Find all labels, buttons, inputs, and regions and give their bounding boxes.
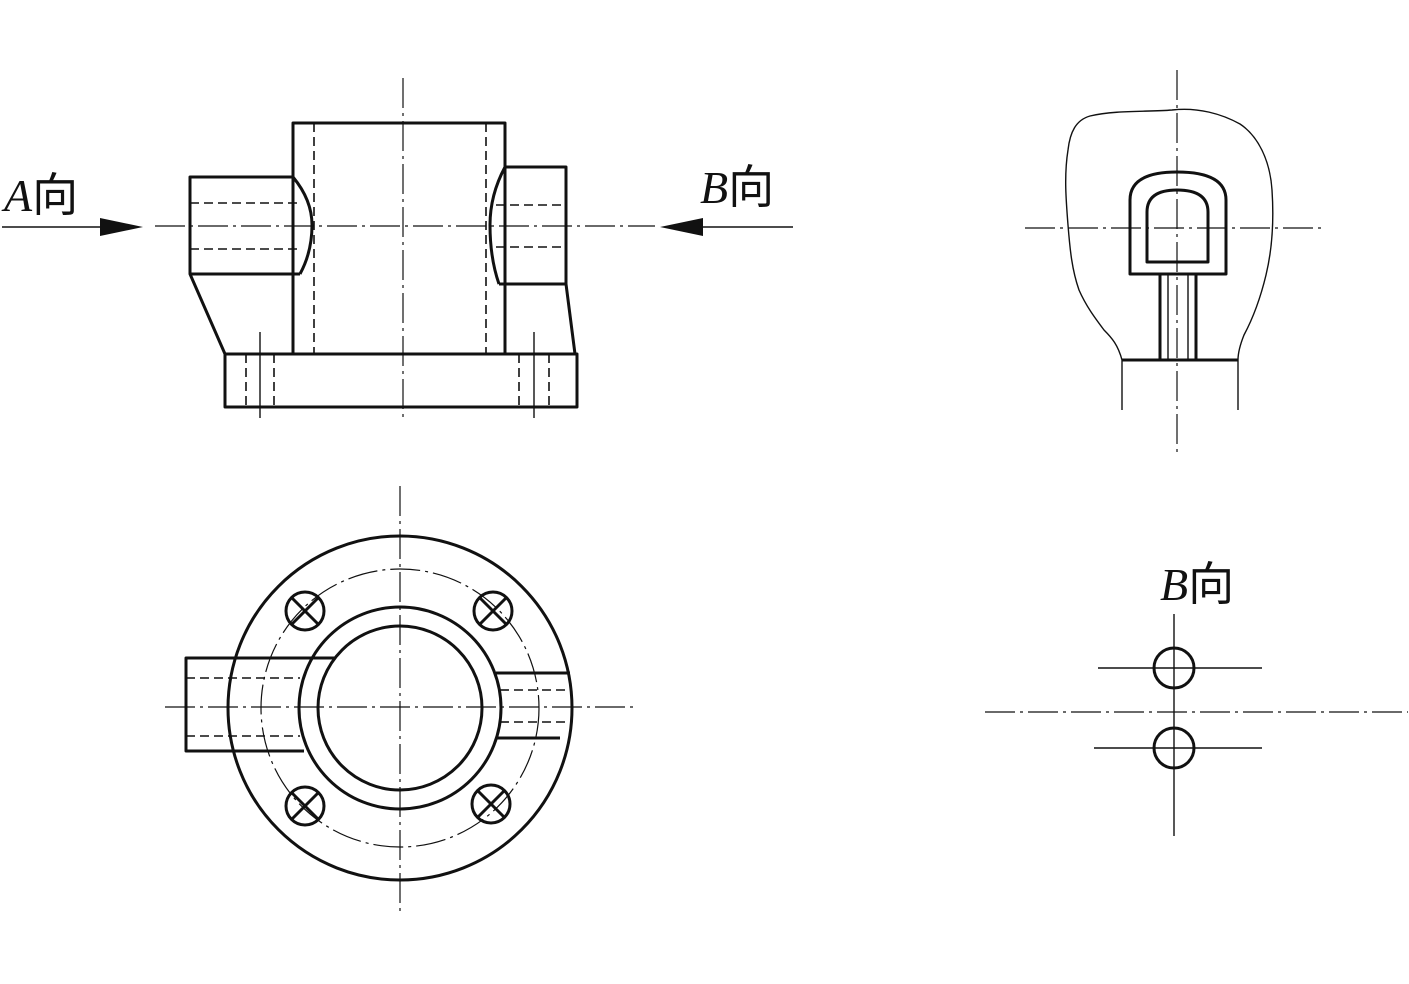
d-boss-outer [1128, 170, 1228, 276]
bolt-hole-top-right [472, 590, 514, 632]
right-boss-top-outline [496, 671, 570, 740]
b-view-title: B向 [1160, 559, 1234, 610]
front-view-outline [188, 121, 579, 409]
b-direction-label: B向 [700, 162, 774, 213]
right-intersection-curve [488, 166, 507, 285]
a-partial-view [1025, 70, 1325, 455]
bolt-hole-top-left [284, 590, 326, 632]
b-view: B向 [985, 559, 1408, 836]
top-view [165, 486, 635, 912]
d-hole-inner [1145, 188, 1210, 264]
left-intersection-curve [291, 176, 314, 275]
front-view: A向 B向 [1, 78, 793, 420]
break-boundary [1064, 108, 1274, 410]
bolt-hole-bottom-right [470, 783, 512, 825]
b-direction-arrow [660, 218, 793, 236]
bolt-hole-bottom-left [284, 785, 326, 827]
a-direction-label: A向 [1, 170, 78, 221]
left-boss-top-outline [184, 656, 336, 753]
a-direction-arrow [2, 218, 143, 236]
